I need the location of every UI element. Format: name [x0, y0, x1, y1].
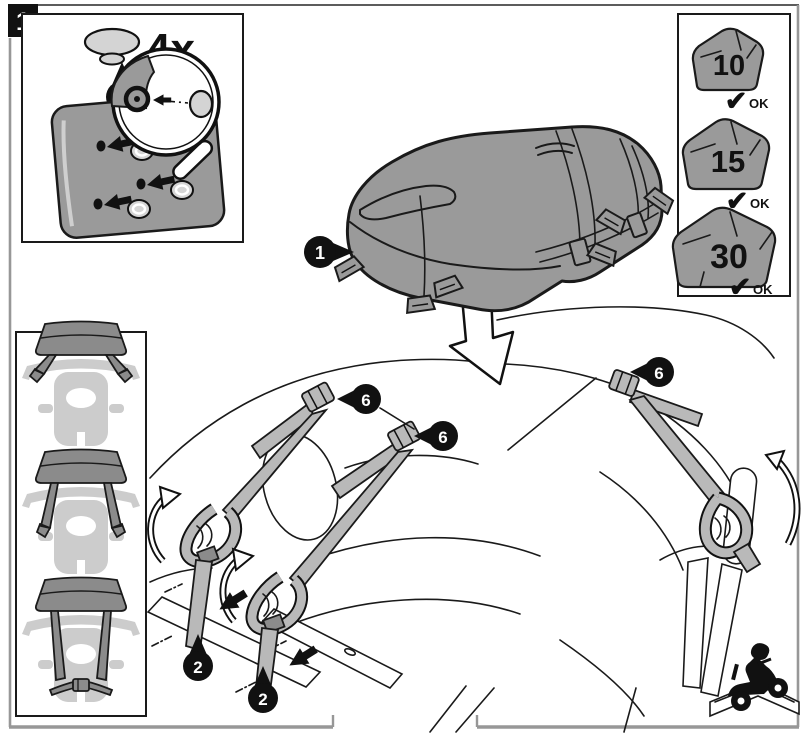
size-options-panel: 10 ✔ OK 15 ✔ OK 30 ✔ OK — [671, 13, 791, 302]
under-strap-buckle — [72, 678, 90, 692]
strap-buckle — [387, 420, 421, 452]
bag-marker-number: 1 — [315, 243, 325, 263]
curved-arrow-head — [764, 449, 786, 471]
magnifier-icon — [110, 47, 221, 180]
ok-label: OK — [750, 196, 770, 211]
check-icon: ✔ — [726, 186, 749, 216]
strap-end — [732, 542, 762, 574]
ok-label: OK — [753, 282, 773, 297]
fastener-set — [136, 174, 194, 200]
bag-mount-tabs — [333, 186, 675, 315]
magnified-button-cap — [188, 89, 214, 119]
strap-left — [50, 610, 66, 682]
size-option-30: 30 ✔ OK — [671, 206, 777, 302]
tie-down-strap-front-left — [179, 381, 335, 652]
strap-end-marker-pin: 2 — [248, 666, 278, 713]
cargo-bag — [333, 125, 675, 315]
buckle-marker-pin: 6 — [414, 421, 458, 451]
vehicle-outline — [149, 306, 775, 733]
strap-buckle — [608, 369, 640, 397]
strap-right — [102, 482, 127, 539]
motorcycle-direction-icon — [709, 643, 800, 718]
bag-glyph — [691, 27, 765, 92]
strap-end-marker-number: 2 — [258, 690, 267, 709]
buckle-marker-number: 6 — [654, 364, 663, 383]
fastener-set — [93, 194, 151, 219]
strap-keeper — [626, 211, 648, 239]
buckle-marker-pin: 6 — [337, 384, 381, 414]
strap-left — [28, 354, 58, 384]
frame-strut — [682, 557, 709, 689]
wrap-direction-arrows — [147, 449, 801, 624]
strap-end-marker-pin: 2 — [183, 634, 213, 681]
strap-end-marker-number: 2 — [193, 658, 202, 677]
check-icon: ✔ — [725, 86, 748, 116]
marker-leader-line — [379, 407, 415, 430]
strap-band — [288, 448, 415, 590]
bag-body — [345, 125, 664, 313]
strap-tail — [628, 388, 704, 428]
curved-arrow-head — [231, 547, 256, 572]
bag-glyph — [671, 206, 777, 289]
bag-handle — [535, 142, 575, 156]
strap-right — [104, 354, 134, 384]
main-diagram: 1 — [146, 125, 801, 733]
size-label: 30 — [710, 238, 748, 276]
strap-band — [221, 408, 329, 522]
bag-top-view — [34, 320, 128, 356]
buckle-marker-number: 6 — [438, 428, 447, 447]
dash-dot-marks — [151, 583, 287, 693]
push-button-icon — [83, 27, 141, 66]
buckle-marker-number: 6 — [361, 391, 370, 410]
motorcycle-rider-silhouette — [728, 643, 788, 711]
buckle-marker-pin: 6 — [630, 357, 674, 387]
page-frame — [8, 4, 800, 729]
strap-loop — [700, 493, 752, 558]
size-option-15: 15 ✔ OK — [681, 118, 771, 216]
strap-keeper — [568, 237, 592, 267]
mount-variant-3 — [22, 576, 140, 704]
bag-top-view — [34, 448, 128, 484]
ok-label: OK — [749, 96, 769, 111]
insert-arrow — [289, 645, 318, 666]
frame-strut — [700, 562, 743, 697]
strap-left — [35, 482, 60, 539]
bracket-plate — [260, 608, 404, 690]
mount-variant-2 — [22, 448, 140, 574]
bag-glyph — [681, 118, 771, 191]
handlebar-silhouette — [27, 359, 135, 375]
bag-marker-pin: 1 — [304, 236, 354, 268]
size-option-10: 10 ✔ OK — [691, 27, 769, 116]
size-label: 10 — [713, 50, 745, 82]
size-label: 15 — [711, 144, 745, 179]
check-icon: ✔ — [729, 272, 752, 302]
body-silhouette — [54, 500, 108, 574]
strap-buckle — [301, 381, 335, 413]
magnifier-handle — [172, 139, 214, 180]
bag-cross-band — [535, 203, 659, 263]
fastener-callout-panel: 4x 4 — [21, 13, 244, 243]
bag-top-view — [34, 576, 128, 612]
alignment-dash-line — [165, 100, 189, 104]
curved-arrow-head — [158, 485, 183, 510]
strap-right — [96, 610, 112, 682]
body-silhouette — [54, 372, 108, 446]
mounting-variants-panel — [15, 320, 147, 717]
tie-down-strap-right — [608, 369, 762, 697]
mount-variant-1 — [22, 320, 140, 446]
insert-arrow — [219, 589, 248, 610]
